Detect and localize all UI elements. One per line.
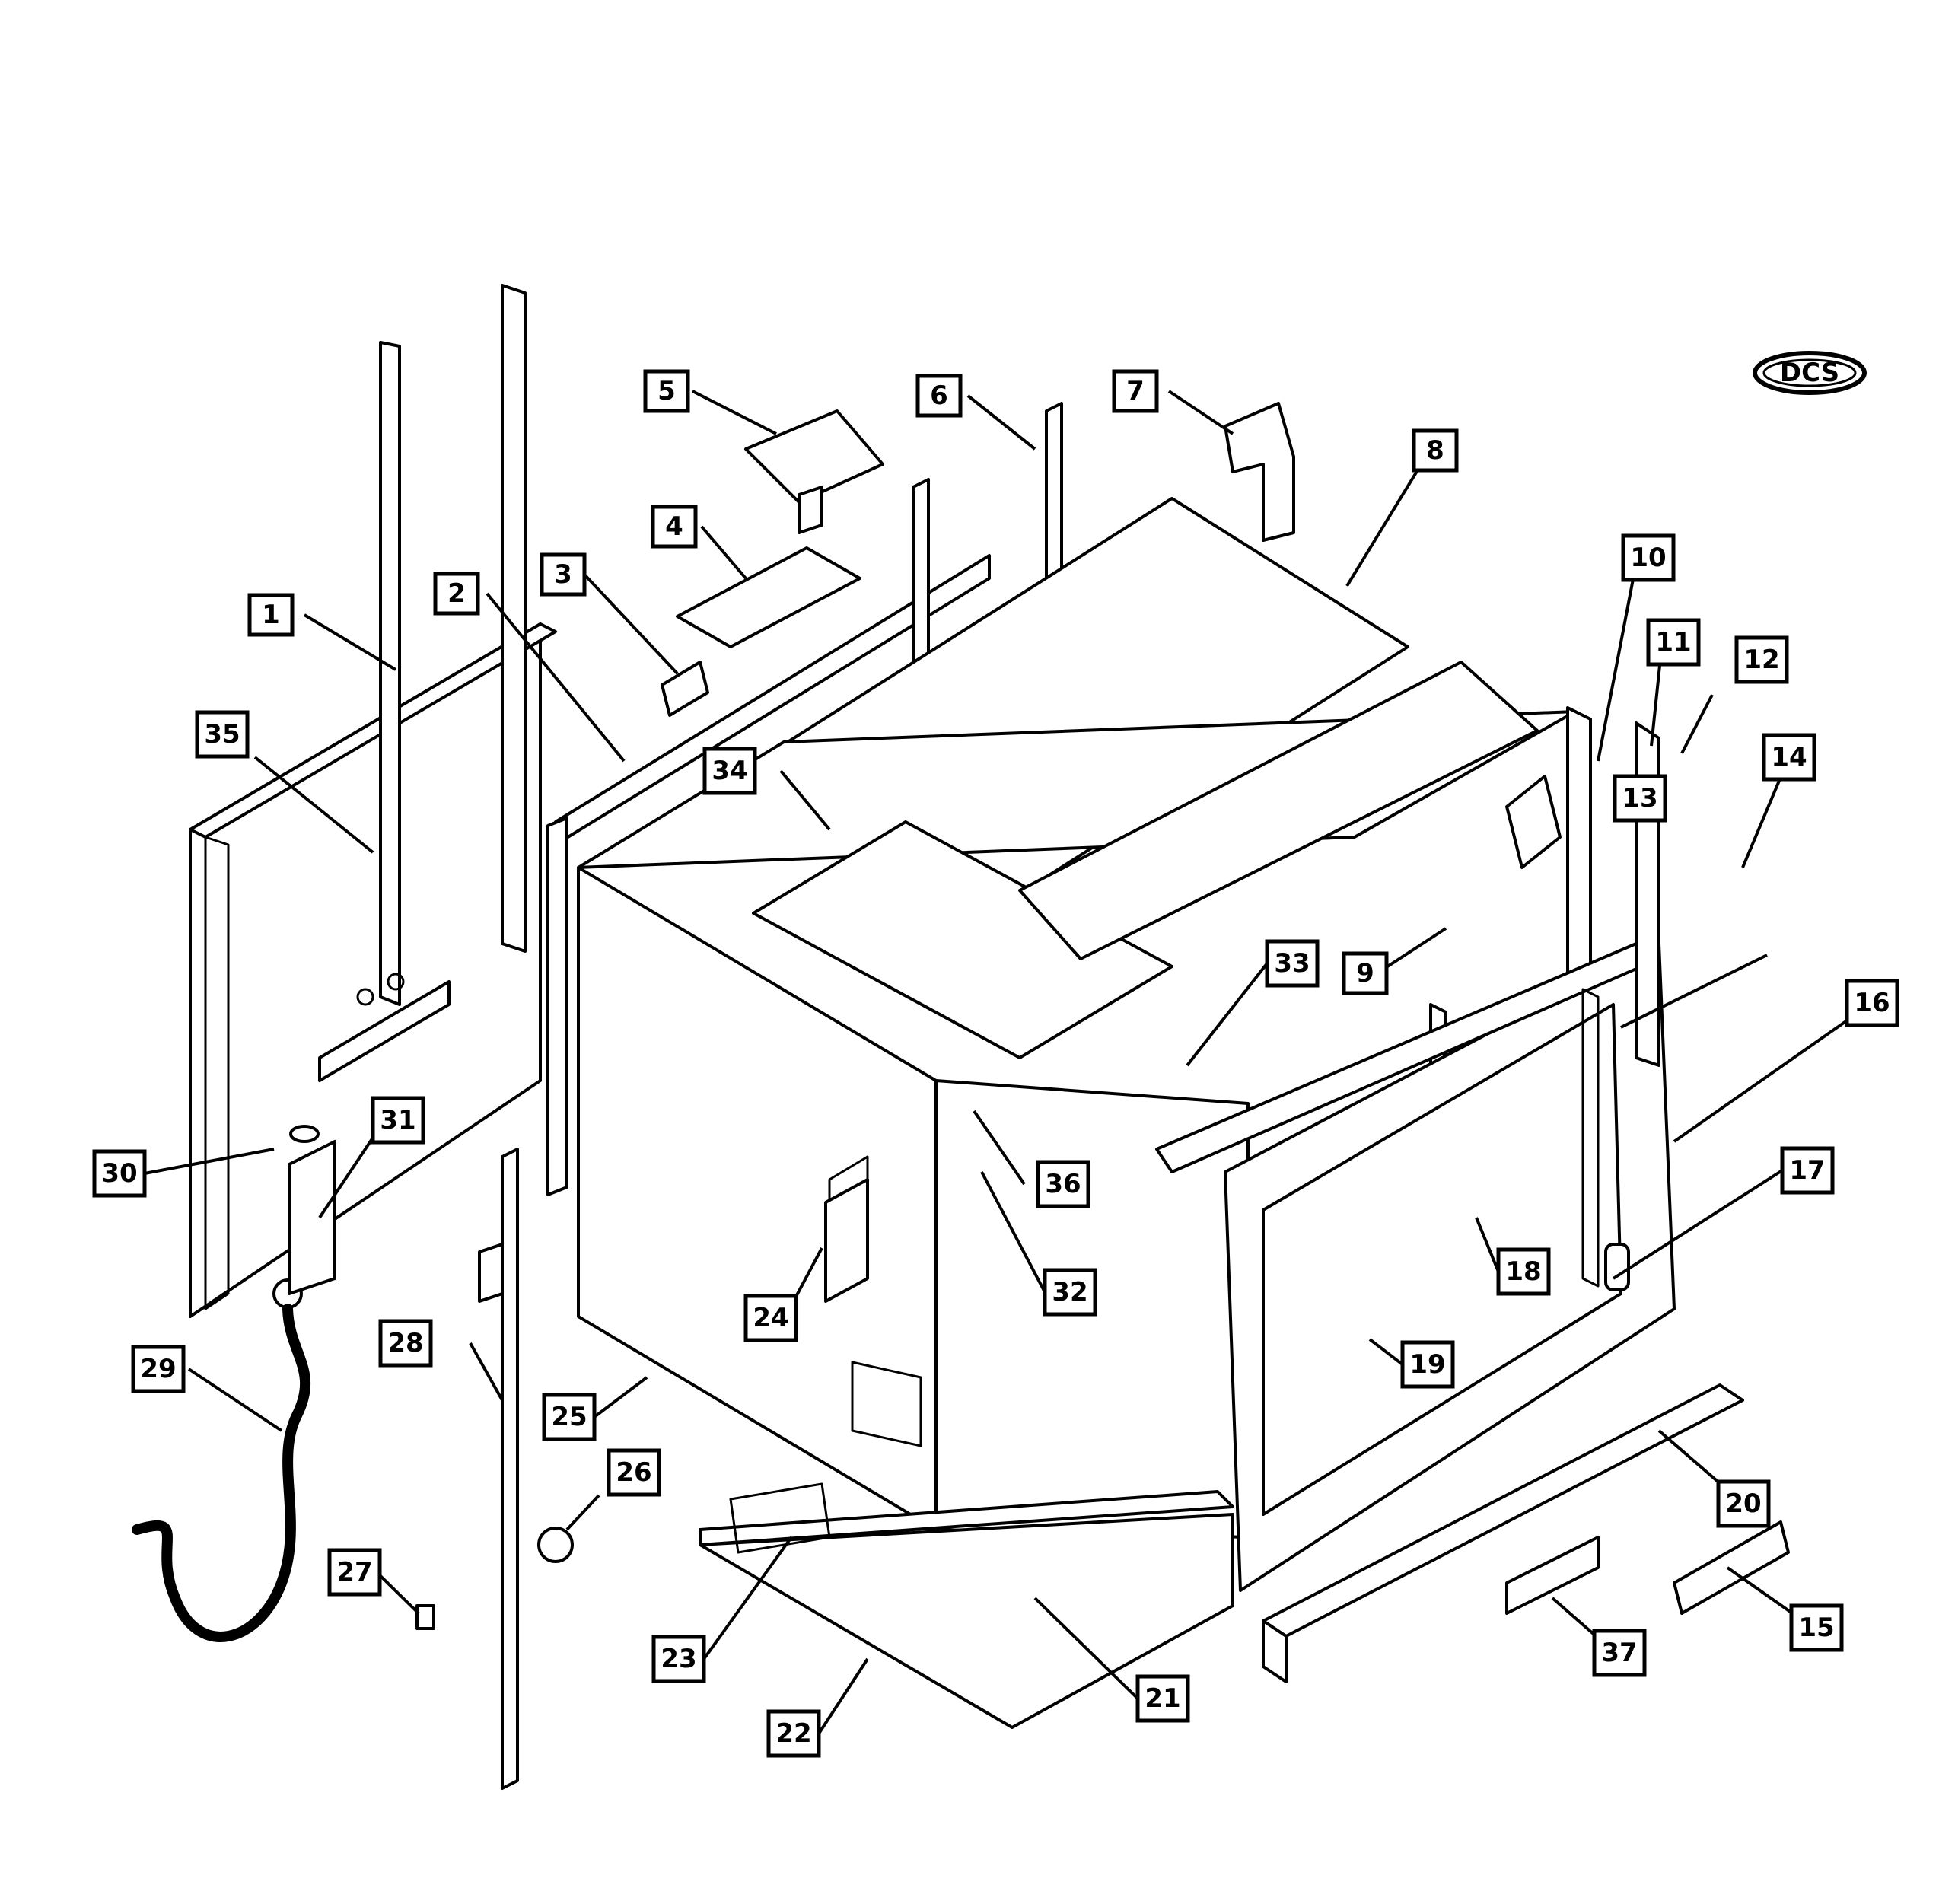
svg-text:6: 6 xyxy=(930,380,948,411)
part-slotted-brackets xyxy=(1505,1520,1790,1615)
callout-26: 26 xyxy=(607,1448,661,1497)
svg-text:3: 3 xyxy=(554,559,572,590)
callout-32: 32 xyxy=(1043,1268,1097,1317)
svg-text:33: 33 xyxy=(1274,948,1310,979)
svg-text:21: 21 xyxy=(1145,1683,1180,1714)
callout-16: 16 xyxy=(1845,979,1899,1027)
svg-text:30: 30 xyxy=(101,1158,137,1189)
svg-text:10: 10 xyxy=(1630,543,1666,573)
svg-text:19: 19 xyxy=(1409,1349,1445,1380)
callout-33: 33 xyxy=(1265,939,1320,988)
callout-9: 9 xyxy=(1342,951,1389,995)
callout-labels: 1 2 3 4 5 6 7 8 9 10 11 12 13 14 15 16 1… xyxy=(92,369,1899,1758)
callout-37: 37 xyxy=(1592,1629,1647,1677)
part-side-bracket xyxy=(824,1178,869,1303)
part-bottom-tray xyxy=(699,1482,1234,1729)
callout-34: 34 xyxy=(702,747,757,795)
svg-text:31: 31 xyxy=(380,1105,416,1135)
svg-text:7: 7 xyxy=(1126,376,1145,406)
part-clip xyxy=(661,661,709,717)
callout-35: 35 xyxy=(195,710,250,759)
callout-22: 22 xyxy=(766,1709,821,1758)
svg-text:24: 24 xyxy=(753,1303,788,1333)
svg-text:13: 13 xyxy=(1622,783,1657,813)
part-left-side-panel xyxy=(189,284,557,1318)
callout-29: 29 xyxy=(131,1345,186,1393)
callout-3: 3 xyxy=(540,552,587,597)
svg-text:4: 4 xyxy=(665,511,683,542)
callout-30: 30 xyxy=(92,1149,147,1198)
svg-text:2: 2 xyxy=(447,578,466,609)
parts-drawing xyxy=(132,284,1790,1790)
svg-text:26: 26 xyxy=(616,1457,651,1488)
svg-text:23: 23 xyxy=(661,1644,696,1674)
callout-17: 17 xyxy=(1780,1146,1835,1195)
svg-text:11: 11 xyxy=(1655,627,1691,657)
callout-27: 27 xyxy=(327,1548,382,1597)
callout-11: 11 xyxy=(1646,618,1701,667)
part-rear-strip xyxy=(546,554,991,1196)
callout-31: 31 xyxy=(371,1096,425,1145)
logo-text: DCS xyxy=(1780,358,1839,388)
part-power-cord xyxy=(132,1125,336,1642)
svg-text:17: 17 xyxy=(1789,1155,1825,1186)
svg-text:5: 5 xyxy=(657,376,676,406)
svg-text:36: 36 xyxy=(1045,1169,1081,1199)
svg-text:14: 14 xyxy=(1771,742,1807,772)
callout-18: 18 xyxy=(1496,1247,1551,1296)
callout-6: 6 xyxy=(915,374,963,418)
svg-text:1: 1 xyxy=(262,600,280,630)
callout-13: 13 xyxy=(1613,774,1667,823)
leader-lines xyxy=(144,390,1874,1735)
callout-12: 12 xyxy=(1734,635,1789,684)
callout-14: 14 xyxy=(1762,733,1816,782)
svg-text:29: 29 xyxy=(140,1354,176,1384)
part-corner-bracket xyxy=(1224,402,1295,542)
part-kick-strip xyxy=(1262,1383,1744,1683)
svg-text:37: 37 xyxy=(1601,1638,1637,1668)
part-front-frame xyxy=(1155,942,1676,1592)
part-small-plate xyxy=(676,546,861,648)
svg-text:18: 18 xyxy=(1505,1256,1541,1287)
callout-15: 15 xyxy=(1789,1603,1844,1652)
callout-36: 36 xyxy=(1036,1160,1090,1208)
callout-25: 25 xyxy=(542,1393,597,1441)
svg-text:22: 22 xyxy=(775,1718,811,1749)
part-fittings xyxy=(416,1527,574,1630)
callout-4: 4 xyxy=(651,505,698,549)
svg-text:12: 12 xyxy=(1743,645,1779,675)
svg-text:34: 34 xyxy=(712,756,747,786)
svg-text:35: 35 xyxy=(204,719,240,750)
callout-24: 24 xyxy=(743,1294,798,1342)
svg-text:16: 16 xyxy=(1854,988,1890,1018)
svg-text:27: 27 xyxy=(336,1557,372,1587)
callout-8: 8 xyxy=(1412,428,1459,473)
callout-19: 19 xyxy=(1400,1340,1455,1389)
callout-7: 7 xyxy=(1112,369,1159,413)
callout-2: 2 xyxy=(433,572,480,616)
part-tall-rail xyxy=(478,1148,519,1790)
dcs-logo: DCS xyxy=(1753,351,1867,395)
callout-23: 23 xyxy=(651,1635,706,1683)
svg-text:20: 20 xyxy=(1725,1488,1761,1519)
svg-text:25: 25 xyxy=(551,1402,587,1432)
callout-28: 28 xyxy=(378,1319,433,1368)
callout-1: 1 xyxy=(247,593,295,637)
svg-text:28: 28 xyxy=(387,1328,423,1358)
svg-text:32: 32 xyxy=(1052,1277,1087,1307)
svg-text:8: 8 xyxy=(1426,435,1444,466)
callout-5: 5 xyxy=(643,369,690,413)
callout-10: 10 xyxy=(1621,533,1676,582)
callout-20: 20 xyxy=(1716,1479,1771,1528)
svg-text:9: 9 xyxy=(1356,958,1374,989)
svg-text:15: 15 xyxy=(1798,1613,1834,1643)
callout-21: 21 xyxy=(1135,1674,1190,1723)
part-top-bracket xyxy=(744,409,884,534)
